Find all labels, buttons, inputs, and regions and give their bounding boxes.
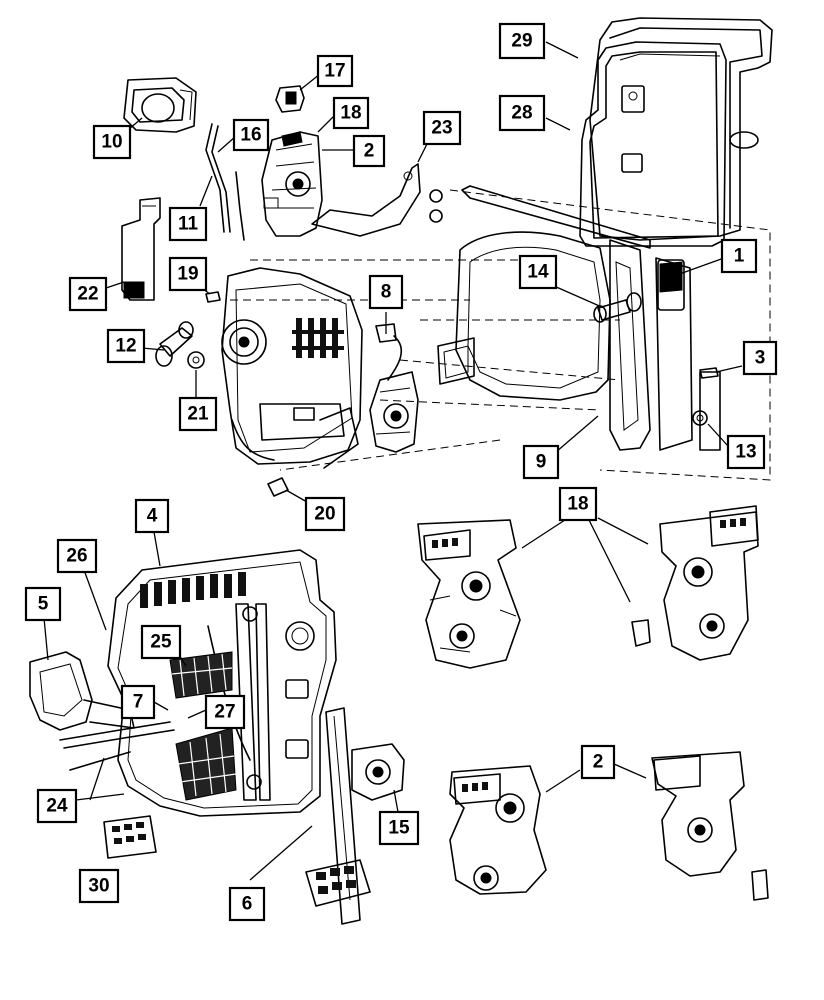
cable-24 xyxy=(59,721,175,771)
svg-text:10: 10 xyxy=(101,132,122,153)
callout-9: 9 xyxy=(522,444,560,480)
callout-18-bottom: 18 xyxy=(558,486,598,522)
door-opening-outline xyxy=(230,185,771,481)
svg-text:16: 16 xyxy=(240,125,261,146)
lock-actuator-17 xyxy=(275,85,305,113)
bolt-3 xyxy=(699,367,719,379)
svg-text:11: 11 xyxy=(178,214,199,235)
linkage-rods-16-11 xyxy=(205,123,245,241)
callout-14: 14 xyxy=(518,254,558,290)
callout-3: 3 xyxy=(742,340,778,376)
door-inner-panel xyxy=(221,267,363,469)
callout-7: 7 xyxy=(120,684,156,720)
svg-text:9: 9 xyxy=(536,452,547,473)
svg-text:29: 29 xyxy=(511,31,532,52)
callout-13: 13 xyxy=(726,434,766,470)
callout-25: 25 xyxy=(140,624,182,660)
svg-text:1: 1 xyxy=(734,246,745,267)
door-hinge-plate xyxy=(621,85,759,173)
svg-text:3: 3 xyxy=(755,348,766,369)
svg-text:15: 15 xyxy=(388,818,410,839)
screw-19 xyxy=(205,291,221,303)
svg-text:18: 18 xyxy=(340,103,361,124)
switch-30 xyxy=(103,815,157,859)
callout-29: 29 xyxy=(498,22,546,60)
nut-13 xyxy=(692,410,708,426)
callout-16: 16 xyxy=(232,118,270,152)
svg-text:21: 21 xyxy=(187,404,209,425)
svg-text:7: 7 xyxy=(133,692,144,713)
inside-handle-10 xyxy=(123,77,197,133)
roller-12 xyxy=(155,321,194,367)
bolt-20 xyxy=(267,477,289,497)
leader-lines xyxy=(43,41,743,881)
svg-text:14: 14 xyxy=(527,262,549,283)
door-module-4 xyxy=(107,549,337,817)
svg-text:28: 28 xyxy=(511,103,532,124)
callout-18-top: 18 xyxy=(332,96,370,130)
latch-18-left xyxy=(417,519,521,669)
bracket-22 xyxy=(121,197,161,301)
latch-9 xyxy=(369,371,419,453)
callout-1: 1 xyxy=(720,238,758,274)
svg-text:2: 2 xyxy=(364,141,375,162)
callout-2-bottom: 2 xyxy=(580,744,616,780)
svg-text:25: 25 xyxy=(150,632,172,653)
svg-text:22: 22 xyxy=(77,284,98,305)
callout-11: 11 xyxy=(168,206,208,242)
callout-17: 17 xyxy=(316,54,354,88)
callout-10: 10 xyxy=(92,124,132,160)
clip-8 xyxy=(375,323,403,381)
svg-text:24: 24 xyxy=(46,796,68,817)
callout-20: 20 xyxy=(304,496,346,532)
bracket-plate xyxy=(437,337,475,385)
callout-15: 15 xyxy=(378,810,420,846)
svg-text:30: 30 xyxy=(88,876,109,897)
svg-text:5: 5 xyxy=(38,594,49,615)
callout-21: 21 xyxy=(178,396,218,432)
regulator-motor-15 xyxy=(351,743,405,801)
callout-26: 26 xyxy=(56,538,98,574)
weatherstrip-seal xyxy=(579,41,727,247)
latch-18-right xyxy=(631,505,759,661)
window-regulator-6 xyxy=(305,707,371,925)
callout-6: 6 xyxy=(228,886,266,922)
svg-text:13: 13 xyxy=(735,442,756,463)
callout-22: 22 xyxy=(68,276,108,312)
svg-text:8: 8 xyxy=(381,282,392,303)
callout-24: 24 xyxy=(36,788,78,824)
grommet-21 xyxy=(187,351,205,369)
door-striker xyxy=(657,259,685,311)
speaker-grille-25 xyxy=(169,651,233,699)
latch-assembly-top xyxy=(261,131,323,237)
svg-text:6: 6 xyxy=(242,894,253,915)
callout-5: 5 xyxy=(24,586,62,622)
svg-text:4: 4 xyxy=(147,506,158,527)
latch-2-right xyxy=(651,751,769,901)
callout-2-top: 2 xyxy=(352,134,386,168)
svg-text:23: 23 xyxy=(431,118,452,139)
svg-text:12: 12 xyxy=(115,336,136,357)
svg-text:26: 26 xyxy=(66,546,87,567)
callout-23: 23 xyxy=(422,110,462,146)
svg-text:19: 19 xyxy=(177,264,198,285)
latch-2-left xyxy=(449,765,547,895)
mount-23 xyxy=(311,163,443,237)
svg-text:17: 17 xyxy=(324,61,345,82)
svg-text:18: 18 xyxy=(567,494,588,515)
speaker-grille-lower xyxy=(175,727,237,801)
callout-12: 12 xyxy=(106,328,146,364)
callout-8: 8 xyxy=(368,274,404,310)
callout-19: 19 xyxy=(168,256,208,292)
svg-text:20: 20 xyxy=(314,504,335,525)
svg-text:27: 27 xyxy=(214,702,235,723)
callout-28: 28 xyxy=(498,94,546,132)
callout-30: 30 xyxy=(78,868,120,904)
svg-text:2: 2 xyxy=(593,752,604,773)
callout-4: 4 xyxy=(134,498,170,534)
callout-27: 27 xyxy=(204,694,246,730)
